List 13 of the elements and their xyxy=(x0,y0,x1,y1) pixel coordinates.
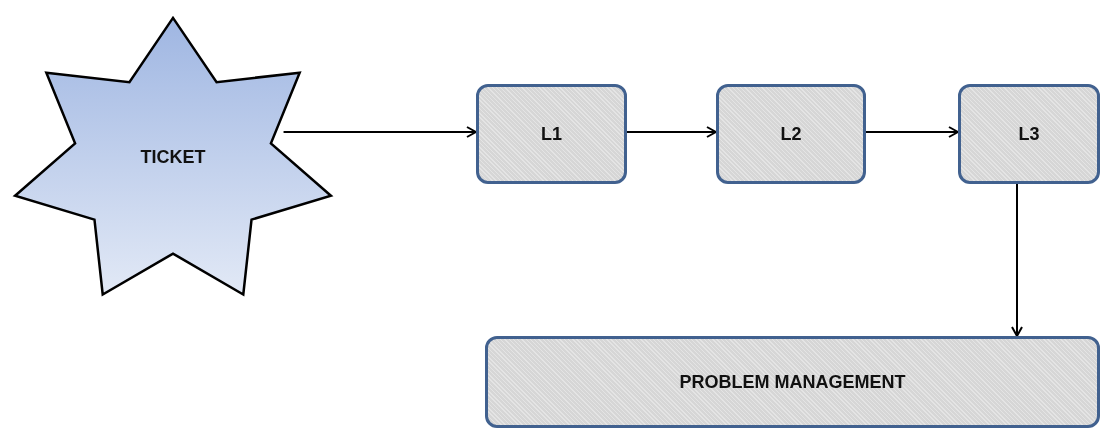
arrow xyxy=(865,126,959,138)
node-label: L1 xyxy=(541,123,562,145)
arrow xyxy=(282,126,477,138)
arrow xyxy=(1011,183,1023,337)
node-label: TICKET xyxy=(140,147,206,168)
process-box xyxy=(476,84,627,184)
node-label: L2 xyxy=(780,123,802,145)
process-box xyxy=(716,84,866,184)
node-label: L3 xyxy=(1018,123,1040,145)
process-box xyxy=(958,84,1100,184)
process-box xyxy=(485,336,1100,428)
node-label: PROBLEM MANAGEMENT xyxy=(679,371,906,393)
arrow xyxy=(626,126,717,138)
